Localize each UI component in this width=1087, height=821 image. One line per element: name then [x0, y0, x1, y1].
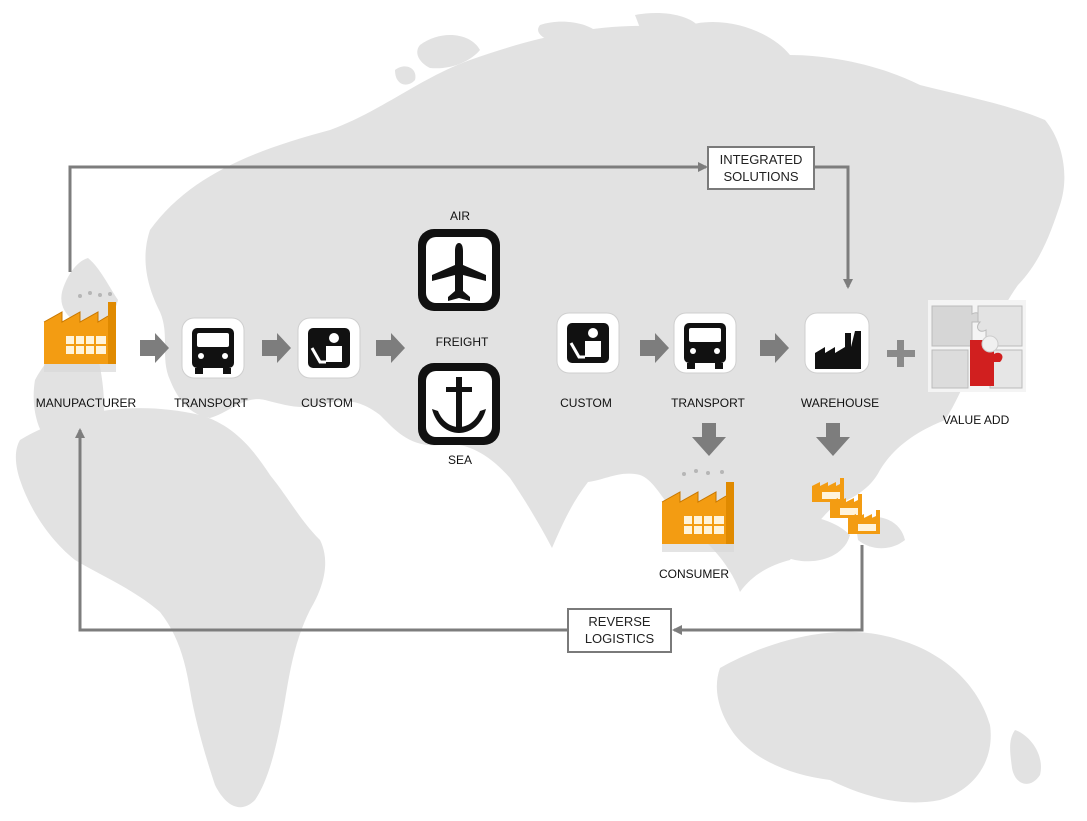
- warehouse-icon: [804, 312, 870, 374]
- label-value-add: VALUE ADD: [942, 413, 1010, 427]
- world-map: [15, 12, 1065, 808]
- arrow-5: [760, 333, 789, 363]
- integrated-to-warehouse-line: [815, 165, 853, 289]
- arrow-2: [262, 333, 291, 363]
- airplane-icon: [418, 229, 500, 311]
- arrow-4: [640, 333, 669, 363]
- bus-icon: [673, 312, 737, 374]
- arrow-down-consumer: [692, 423, 726, 456]
- arrow-1: [140, 333, 169, 363]
- arrow-down-warehouse: [816, 423, 850, 456]
- label-transport-2: TRANSPORT: [671, 396, 745, 410]
- label-custom-1: CUSTOM: [301, 396, 353, 410]
- reverse-right-line: [672, 545, 864, 635]
- label-air: AIR: [449, 209, 470, 223]
- label-warehouse: WAREHOUSE: [800, 396, 880, 410]
- integrated-top-line: [68, 162, 708, 272]
- plus-icon: [887, 340, 915, 367]
- label-manufacturer: MANUPACTURER: [35, 396, 137, 410]
- anchor-icon: [418, 363, 500, 445]
- label-freight: FREIGHT: [435, 335, 489, 349]
- label-consumer: CONSUMER: [658, 567, 729, 581]
- customs-officer-icon: [297, 317, 361, 379]
- reverse-left-line: [75, 428, 568, 632]
- reverse-logistics-box: REVERSE LOGISTICS: [567, 608, 672, 653]
- reverse-line-1: REVERSE: [588, 614, 651, 629]
- customs-officer-icon: [556, 312, 620, 374]
- reverse-line-2: LOGISTICS: [584, 631, 655, 646]
- label-custom-2: CUSTOM: [560, 396, 612, 410]
- smoke-decoration: [682, 469, 724, 476]
- arrow-3: [376, 333, 405, 363]
- connectors: [68, 162, 864, 635]
- integrated-line-2: SOLUTIONS: [723, 169, 799, 184]
- label-sea: SEA: [447, 453, 472, 467]
- puzzle-icon: [928, 300, 1026, 392]
- smoke-decoration: [78, 291, 112, 298]
- label-transport-1: TRANSPORT: [174, 396, 248, 410]
- integrated-solutions-box: INTEGRATED SOLUTIONS: [707, 146, 815, 190]
- flow-arrows: [140, 333, 850, 456]
- integrated-line-1: INTEGRATED: [719, 152, 803, 167]
- bus-icon: [181, 317, 245, 379]
